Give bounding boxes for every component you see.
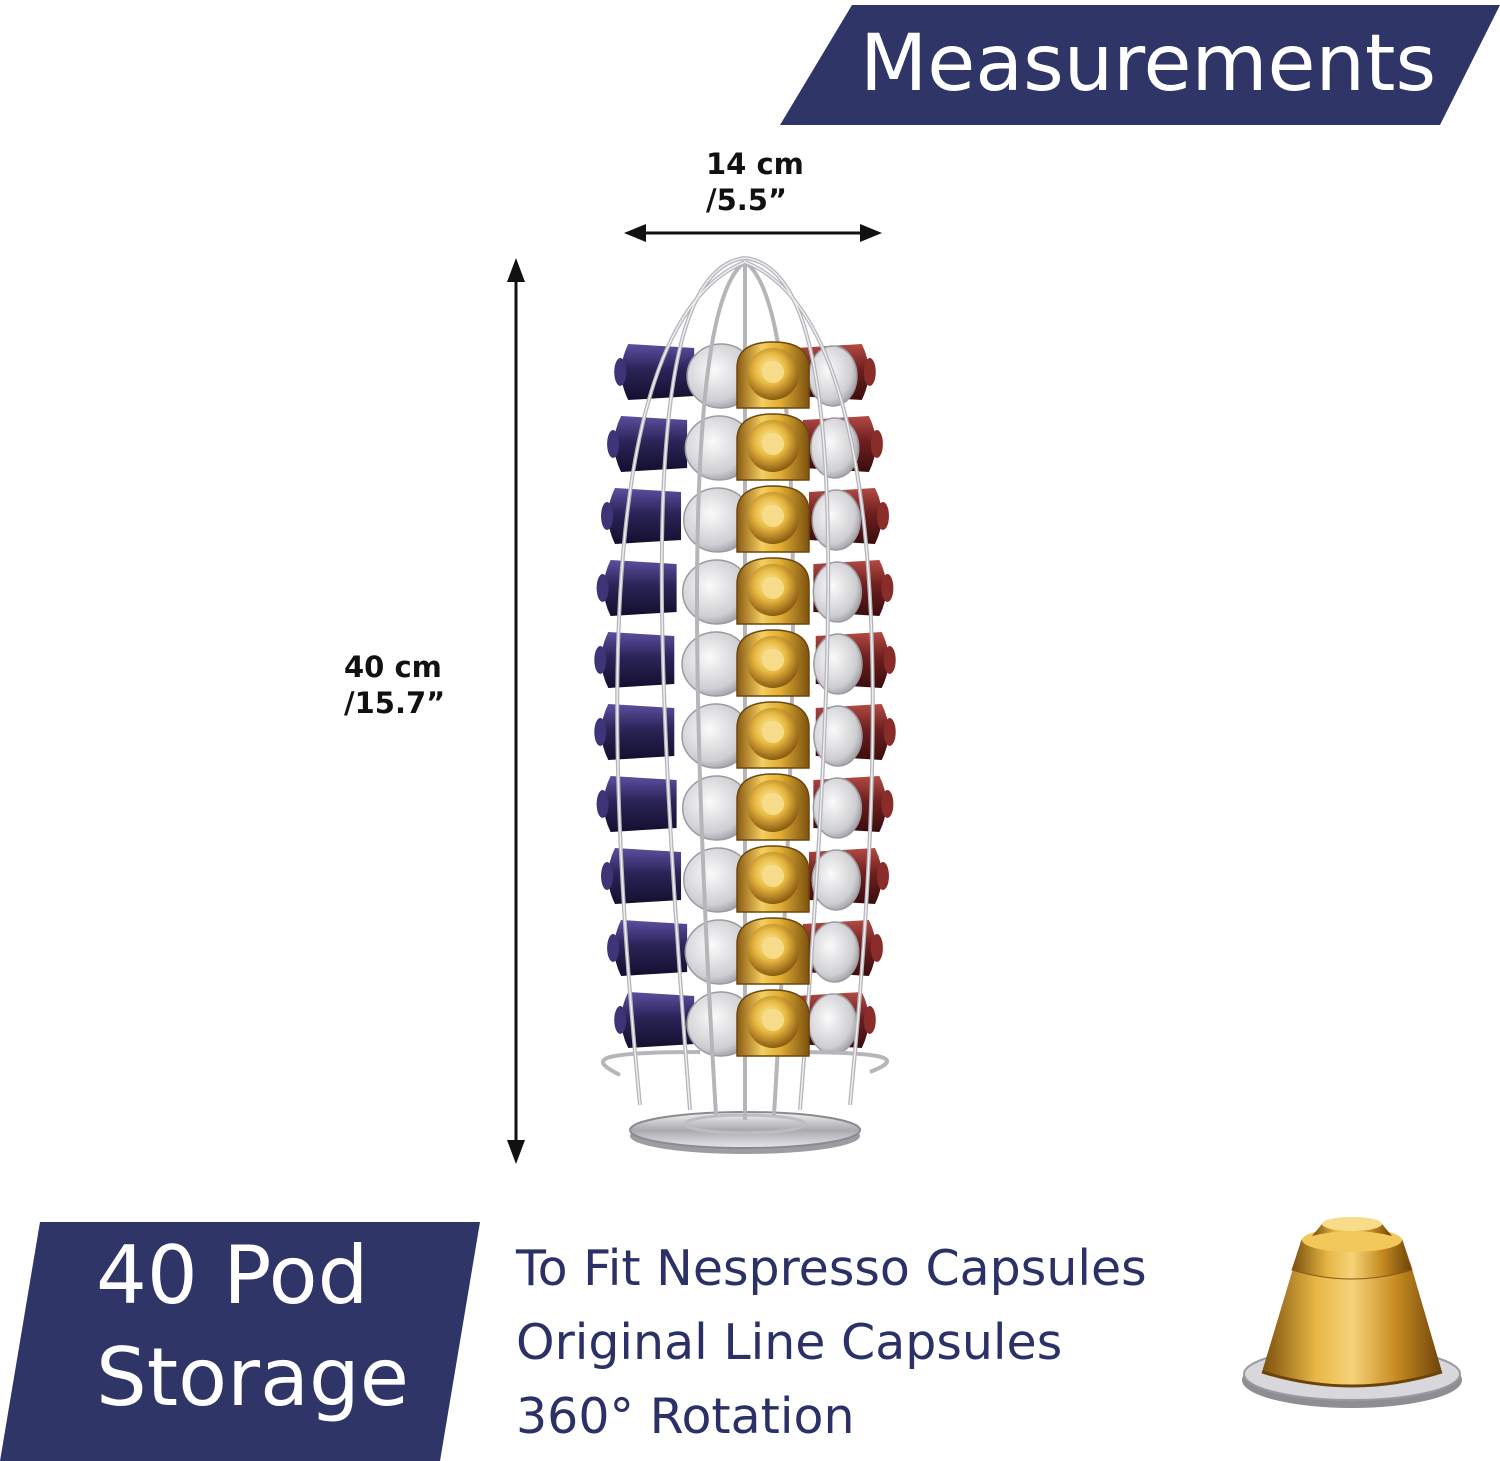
capacity-line-2: Storage — [96, 1331, 410, 1424]
width-imperial: /5.5” — [706, 183, 788, 217]
gold-capsule — [736, 845, 810, 913]
purple-capsule — [594, 704, 675, 760]
purple-capsule — [596, 560, 677, 616]
purple-capsule — [607, 920, 688, 976]
gold-capsule — [736, 989, 810, 1057]
gold-capsule — [736, 485, 810, 553]
banner-title: Measurements — [860, 19, 1437, 109]
gold-capsule — [736, 341, 810, 409]
badge-background — [0, 1222, 480, 1461]
gold-capsule — [736, 557, 810, 625]
measurements-banner: Measurements — [780, 5, 1500, 125]
wire-frame-highlights — [616, 257, 874, 1111]
banner-background — [780, 5, 1500, 125]
width-metric: 14 cm — [706, 147, 804, 181]
feature-item: 360° Rotation — [516, 1388, 855, 1445]
feature-item: To Fit Nespresso Capsules — [516, 1240, 1147, 1297]
capacity-line-1: 40 Pod — [96, 1229, 369, 1322]
feature-list: To Fit Nespresso Capsules Original Line … — [516, 1232, 1147, 1454]
gold-capsule — [736, 917, 810, 985]
height-metric: 40 cm — [344, 650, 442, 684]
height-imperial: /15.7” — [344, 686, 446, 720]
gold-capsule — [736, 629, 810, 697]
silver-capsule — [683, 487, 861, 553]
silver-capsule — [683, 847, 861, 913]
width-dimension-label: 14 cm /5.5” — [706, 146, 804, 218]
gold-capsule — [736, 701, 810, 769]
height-dimension-label: 40 cm /15.7” — [344, 649, 445, 721]
capacity-badge: 40 Pod Storage — [0, 1222, 480, 1461]
purple-capsule — [614, 992, 695, 1048]
gold-capsule — [736, 773, 810, 841]
purple-capsule — [607, 416, 688, 472]
width-arrow — [624, 224, 882, 242]
height-arrow — [507, 258, 525, 1164]
purple-capsule — [601, 488, 682, 544]
feature-item: Original Line Capsules — [516, 1314, 1063, 1371]
front-capsule-column — [736, 341, 810, 1057]
gold-capsule — [736, 413, 810, 481]
purple-capsule — [601, 848, 682, 904]
purple-capsule — [596, 776, 677, 832]
silver-capsule — [681, 559, 863, 625]
purple-capsule — [614, 344, 695, 400]
capsule-icon — [1242, 1217, 1462, 1408]
